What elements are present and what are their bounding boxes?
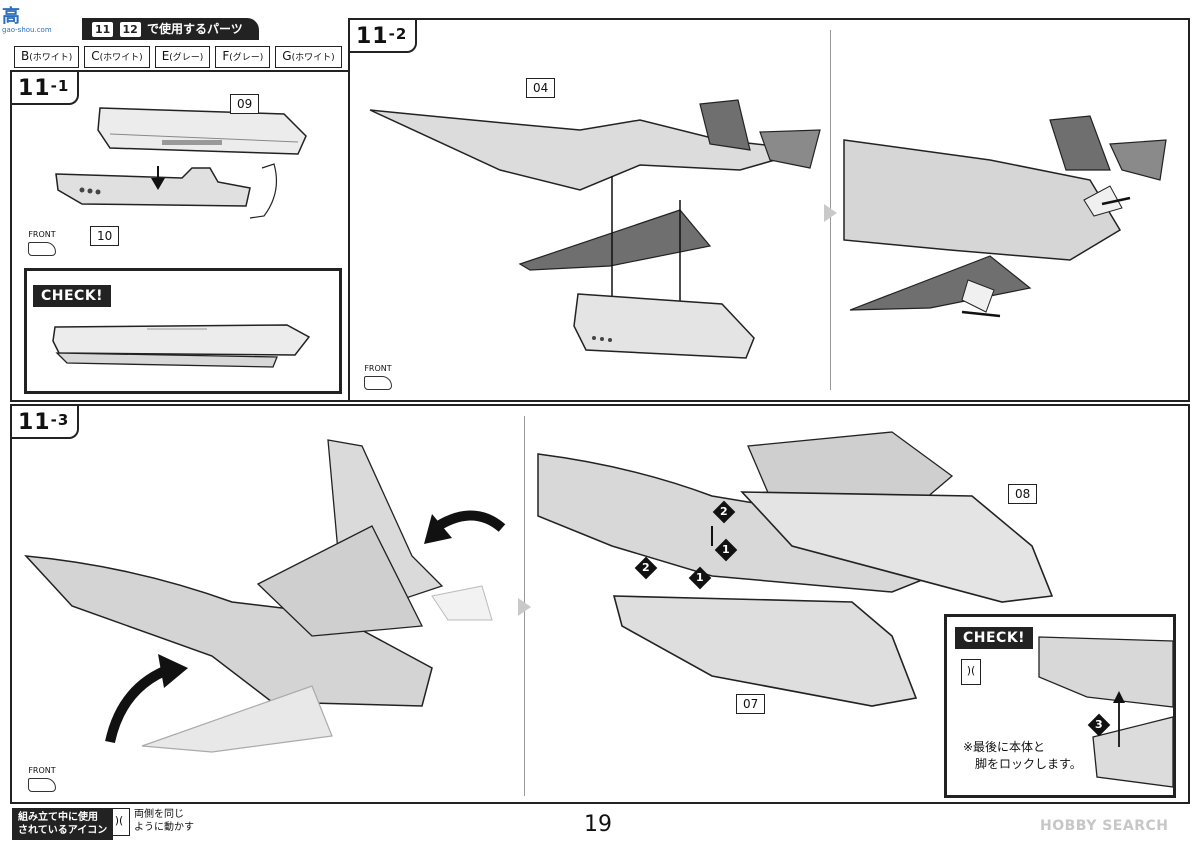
parts-used-header: 11 12 で使用するパーツ	[82, 18, 259, 40]
front-orientation-icon-11-2: FRONT	[358, 364, 398, 390]
next-stage-arrow-11-3	[518, 598, 531, 616]
shoe-icon	[364, 376, 392, 390]
check-assembled-part-illustration	[52, 324, 311, 368]
icon-legend-badge: 組み立て中に使用 されているアイコン	[12, 808, 114, 840]
step-label-11-1: 11-1	[12, 72, 80, 105]
part-chip-c: C(ホワイト)	[84, 46, 150, 68]
check-badge-11-1: CHECK!	[33, 285, 112, 307]
part-10-illustration	[55, 163, 277, 219]
callout-part-08: 08	[1008, 484, 1038, 504]
site-logo-main: 高	[2, 6, 20, 27]
part-chip-f: F(グレー)	[215, 46, 271, 68]
front-orientation-icon-11-1: FRONT	[22, 230, 62, 256]
parts-header-step-b: 12	[119, 22, 141, 37]
site-logo: 高 gao-shou.com	[2, 2, 52, 34]
parts-header-label: で使用するパーツ	[147, 22, 243, 36]
move-both-sides-legend-icon: )(	[108, 808, 130, 836]
panel-step-11-1: 11-1 09 10 FRONT CHECK!	[10, 70, 350, 402]
move-both-sides-icon: )(	[961, 659, 981, 685]
callout-part-10: 10	[90, 226, 120, 246]
panel-step-11-3: 11-3 FRONT 08 07 2 1 2 1 CHECK! )(	[10, 404, 1190, 804]
step-label-11-3: 11-3	[12, 406, 80, 439]
page-number: 19	[584, 812, 612, 837]
aircraft-leg-illustration-11-3-right	[537, 431, 1054, 707]
check-badge-11-3: CHECK!	[955, 627, 1034, 649]
aircraft-leg-illustration-11-2-left	[369, 99, 821, 359]
watermark: HOBBY SEARCH	[1040, 818, 1169, 834]
next-stage-arrow-11-2	[824, 204, 837, 222]
part-chip-b: B(ホワイト)	[14, 46, 80, 68]
callout-part-07: 07	[736, 694, 766, 714]
front-orientation-icon-11-3: FRONT	[22, 766, 62, 792]
shoe-icon	[28, 242, 56, 256]
aircraft-leg-illustration-11-2-right	[843, 115, 1167, 318]
icon-legend-description: 両側を同じ ように動かす	[134, 809, 194, 833]
callout-part-09: 09	[230, 94, 260, 114]
check-box-11-1: CHECK!	[24, 268, 342, 394]
shoe-icon	[28, 778, 56, 792]
lock-note-line-1: ※最後に本体と	[963, 740, 1046, 754]
part-09-illustration	[97, 107, 307, 155]
check-lock-illustration	[1038, 636, 1174, 788]
part-chip-g: G(ホワイト)	[275, 46, 342, 68]
site-logo-sub: gao-shou.com	[2, 26, 52, 34]
lock-note-line-2: 脚をロックします。	[975, 757, 1082, 771]
part-chip-e: E(グレー)	[154, 46, 211, 68]
callout-part-04: 04	[526, 78, 556, 98]
aircraft-leg-illustration-11-3-left	[24, 439, 506, 753]
check-box-11-3: CHECK! )( 3 ※最後に本体と 脚をロックします。	[944, 614, 1176, 798]
step-label-11-2: 11-2	[350, 20, 418, 53]
panel-step-11-2: 11-2 04 FRONT	[348, 18, 1190, 402]
parts-header-step-a: 11	[92, 22, 114, 37]
parts-list: B(ホワイト) C(ホワイト) E(グレー) F(グレー) G(ホワイト)	[14, 46, 342, 68]
lock-note: ※最後に本体と 脚をロックします。	[963, 739, 1082, 773]
